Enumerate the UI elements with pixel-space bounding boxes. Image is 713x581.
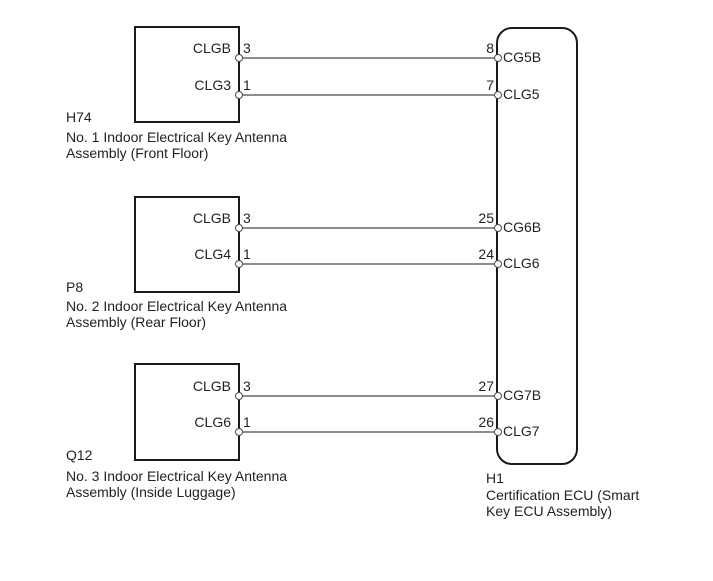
pin-number: 25 <box>478 210 494 226</box>
terminal-label: CLGB <box>192 40 231 56</box>
wire-line <box>240 431 497 433</box>
pin-number: 1 <box>243 77 251 93</box>
terminal-label: CLG7 <box>503 423 540 439</box>
wire-line <box>240 395 497 397</box>
component-id-p8: P8 <box>66 279 84 295</box>
terminal-label: CLG5 <box>503 86 540 102</box>
pin-number: 3 <box>243 210 251 226</box>
pin-dot <box>494 224 502 232</box>
pin-number: 7 <box>486 77 494 93</box>
caption-line: Assembly (Rear Floor) <box>66 314 207 330</box>
terminal-label: CG7B <box>503 387 542 403</box>
pin-number: 24 <box>478 246 494 262</box>
ecu-id-h1: H1 <box>486 470 504 486</box>
pin-dot <box>235 260 243 268</box>
wire-line <box>240 227 497 229</box>
pin-number: 26 <box>478 414 494 430</box>
caption-line: No. 1 Indoor Electrical Key Antenna <box>66 129 288 145</box>
caption-line: Certification ECU (Smart <box>486 487 640 503</box>
component-box-q12 <box>134 363 240 461</box>
pin-dot <box>494 392 502 400</box>
pin-number: 3 <box>243 378 251 394</box>
pin-dot <box>235 224 243 232</box>
caption-line: Assembly (Front Floor) <box>66 145 209 161</box>
wire-line <box>240 57 497 59</box>
terminal-label: CLGB <box>192 378 231 394</box>
terminal-label: CG5B <box>503 49 542 65</box>
pin-number: 3 <box>243 40 251 56</box>
component-box-h74 <box>134 26 240 123</box>
terminal-label: CLG6 <box>503 255 540 271</box>
pin-dot <box>235 91 243 99</box>
caption-line: Key ECU Assembly) <box>486 503 613 519</box>
pin-dot <box>494 91 502 99</box>
terminal-label: CLG4 <box>194 246 231 262</box>
component-caption-h74: No. 1 Indoor Electrical Key Antenna Asse… <box>66 129 287 161</box>
pin-number: 1 <box>243 246 251 262</box>
terminal-label: CG6B <box>503 219 542 235</box>
terminal-label: CLG3 <box>194 77 231 93</box>
component-box-p8 <box>134 196 240 293</box>
caption-line: No. 2 Indoor Electrical Key Antenna <box>66 298 288 314</box>
pin-dot <box>494 428 502 436</box>
pin-dot <box>494 54 502 62</box>
caption-line: No. 3 Indoor Electrical Key Antenna <box>66 468 288 484</box>
ecu-box-h1 <box>496 27 578 465</box>
component-id-h74: H74 <box>66 109 92 125</box>
pin-dot <box>235 428 243 436</box>
component-id-q12: Q12 <box>66 447 93 463</box>
caption-line: Assembly (Inside Luggage) <box>66 484 236 500</box>
pin-dot <box>235 392 243 400</box>
component-caption-q12: No. 3 Indoor Electrical Key Antenna Asse… <box>66 468 287 500</box>
wire-line <box>240 94 497 96</box>
terminal-label: CLGB <box>192 210 231 226</box>
ecu-caption: Certification ECU (Smart Key ECU Assembl… <box>486 487 639 519</box>
pin-number: 8 <box>486 40 494 56</box>
pin-dot <box>235 54 243 62</box>
pin-dot <box>494 260 502 268</box>
component-caption-p8: No. 2 Indoor Electrical Key Antenna Asse… <box>66 298 287 330</box>
wire-line <box>240 263 497 265</box>
pin-number: 1 <box>243 414 251 430</box>
pin-number: 27 <box>478 378 494 394</box>
terminal-label: CLG6 <box>194 414 231 430</box>
